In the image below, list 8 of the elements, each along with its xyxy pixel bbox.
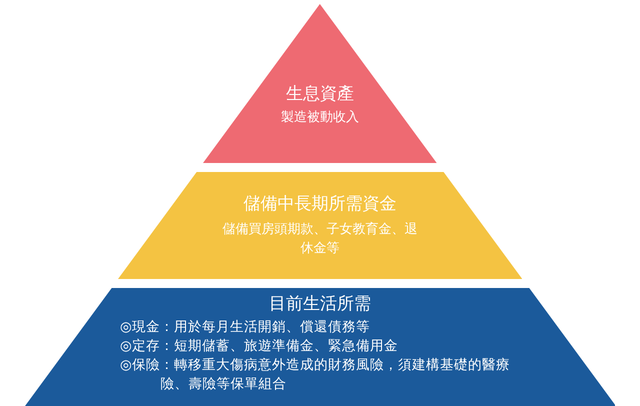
- tier-description: 製造被動收入: [280, 109, 360, 127]
- list-item: ◎定存：短期儲蓄、旅遊準備金、緊急備用金: [120, 337, 399, 356]
- list-item: ◎保險：轉移重大傷病意外造成的財務風險，須建構基礎的醫療險、壽險等保單組合: [120, 356, 511, 394]
- tier-heading: 目前生活所需: [268, 293, 372, 315]
- tier-description: 儲備買房頭期款、子女教育金、退休金等: [222, 220, 418, 258]
- tier-heading: 生息資產: [284, 83, 355, 105]
- tier-heading: 儲備中長期所需資金: [242, 193, 398, 215]
- list-item: ◎現金：用於每月生活開銷、償還債務等: [120, 318, 371, 337]
